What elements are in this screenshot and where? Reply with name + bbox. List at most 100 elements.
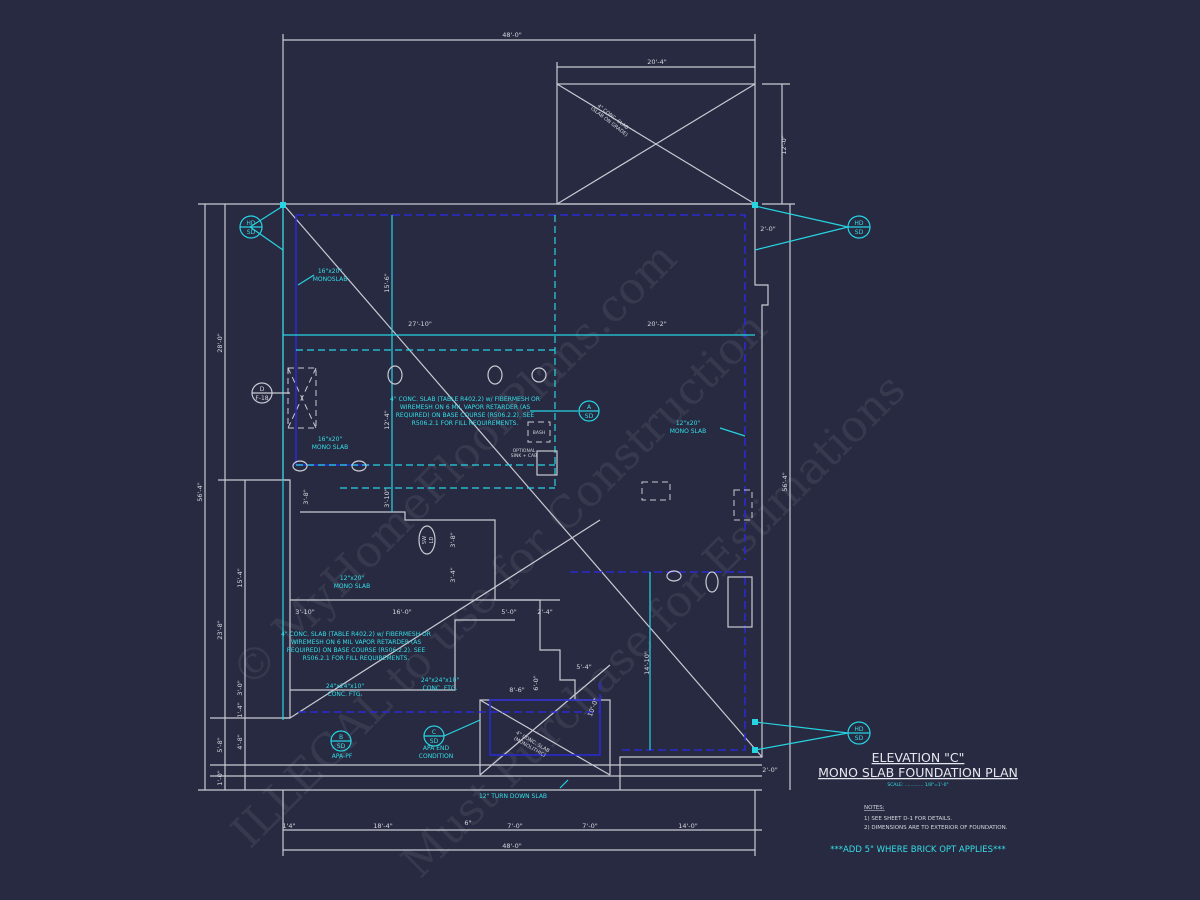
note-item: 2) DIMENSIONS ARE TO EXTERIOR OF FOUNDAT… [864, 825, 1008, 831]
callout-sheet: SD [855, 229, 864, 236]
slab-note-upper: 4" CONC. SLAB (TABLE R402.2) w/ FIBERMES… [390, 396, 540, 427]
slab-label: 12"x20" [340, 575, 365, 582]
slab-label: 12"x20" [676, 420, 701, 427]
dim-text: 20'-4" [647, 58, 667, 66]
slab-note-lower: 4" CONC. SLAB (TABLE R402.2) w/ FIBERMES… [281, 631, 431, 662]
dim-text: 12'-4" [383, 410, 391, 430]
footing-label: CONC. FTG. [423, 685, 458, 692]
dim-text: 16'-0" [392, 608, 412, 616]
drawing-subtitle: MONO SLAB FOUNDATION PLAN [818, 765, 1018, 780]
note-line: R506.2.1 FOR FILL REQUIREMENTS. [303, 655, 410, 662]
callout-label: C [432, 729, 436, 736]
callout-label: D [260, 386, 265, 393]
callout-label: HD [854, 726, 864, 733]
dim-text: 1'4" [282, 822, 295, 830]
dim-text: 7'-0" [507, 822, 522, 830]
callout-label: SW [422, 536, 428, 544]
callout-hd-top-right: HD SD [847, 215, 871, 239]
interior-slab-lines [295, 214, 746, 756]
dim-text: 4'-8" [236, 734, 244, 749]
slab-label: 16"x20" [318, 268, 343, 275]
note-line: 4" CONC. SLAB (TABLE R402.2) w/ FIBERMES… [390, 396, 540, 403]
dim-text: 23'-8" [216, 620, 224, 640]
callout-label: A [587, 404, 592, 411]
callout-label: HD [854, 220, 864, 227]
toilet-icon [705, 571, 719, 593]
callout-a-sd: A SD [578, 400, 600, 422]
tub-icon [727, 576, 753, 628]
dim-text: 56'-4" [196, 482, 204, 502]
dim-text: 3'-8" [302, 489, 310, 504]
slab-label: MONO SLAB [334, 583, 371, 590]
dim-text: 20'-2" [647, 320, 667, 328]
callout-sheet: F-18 [255, 395, 268, 402]
dim-text: 56'-4" [781, 472, 789, 492]
dim-text: 5'-8" [216, 737, 224, 752]
brick-option-note: ***ADD 5" WHERE BRICK OPT APPLIES*** [830, 845, 1006, 855]
footing-label: CONC. FTG. [328, 691, 363, 698]
note-line: WIREMESH ON 6 MIL VAPOR RETARDER (AS [400, 404, 531, 411]
note-item: 1) SEE SHEET D-1 FOR DETAILS. [864, 816, 952, 822]
apa-pf-label: APA-PF [332, 753, 353, 760]
dim-text: 2'-0" [760, 225, 775, 233]
dim-text: 14'-0" [678, 822, 698, 830]
dim-text: 14'-10" [643, 651, 651, 675]
dim-text: 7'-0" [582, 822, 597, 830]
floor-drain [641, 481, 671, 501]
note-line: REQUIRED) ON BASE COURSE (R506.2.2). SEE [287, 647, 426, 654]
callout-sheet: LD [429, 537, 435, 544]
garage-slab [556, 83, 756, 205]
dim-text: 48'-0" [502, 31, 522, 39]
note-line: WIREMESH ON 6 MIL VAPOR RETARDER (AS [291, 639, 422, 646]
dim-text: 3'-0" [236, 680, 244, 695]
dim-text: 28'-0" [216, 333, 224, 353]
notes: NOTES: 1) SEE SHEET D-1 FOR DETAILS. 2) … [864, 805, 1008, 831]
dim-text: 5'-0" [501, 608, 516, 616]
title-block: ELEVATION "C" MONO SLAB FOUNDATION PLAN … [818, 750, 1018, 788]
dim-text: 3'-4" [449, 567, 457, 582]
callout-sheet: SD [855, 735, 864, 742]
plumbing-fixtures [292, 365, 753, 628]
callout-c-sd: C SD [423, 719, 481, 747]
toilet-icon [387, 365, 403, 385]
note-line: 4" CONC. SLAB (TABLE R402.2) w/ FIBERMES… [281, 631, 431, 638]
bash-label: BASH [533, 430, 545, 436]
appliance-box [733, 489, 753, 521]
dim-text: 6'-0" [532, 675, 540, 690]
slab-label: MONOSLAB [313, 276, 348, 283]
turn-down-label: 12" TURN DOWN SLAB [479, 793, 547, 800]
callout-sheet: SD [585, 413, 594, 420]
sink-icon [292, 460, 308, 472]
note-line: R506.2.1 FOR FILL REQUIREMENTS. [412, 420, 519, 427]
garage-slab-label: 4" CONC. SLAB (SLAB ON GRADE) [589, 103, 630, 138]
sink-icon [531, 367, 547, 383]
dim-text: 1'-0" [216, 770, 224, 785]
dimension-texts: 48'-0" 20'-4" 12'-0" 2'-0" 28'-0" 56'-4"… [196, 31, 789, 850]
sink-icon [666, 570, 682, 582]
cyan-markup-lines [249, 202, 849, 789]
sink-cabinet [536, 450, 558, 476]
callout-label: HD [246, 220, 256, 227]
dim-text: 15'-6" [383, 273, 391, 293]
dim-text: 2'-4" [537, 608, 552, 616]
bash-box [527, 421, 551, 443]
dim-text: 3'-10" [383, 488, 391, 508]
sink-label: SINK + CAB [511, 453, 537, 459]
note-line: REQUIRED) ON BASE COURSE (R506.2.2). SEE [396, 412, 535, 419]
sink-icon [351, 460, 367, 472]
dim-text: 48'-0" [502, 842, 522, 850]
callout-label: B [339, 734, 343, 741]
dim-text: 18'-4" [373, 822, 393, 830]
footing-label: 24"x24"x10" [326, 683, 365, 690]
notes-heading: NOTES: [864, 805, 885, 811]
callout-sheet: SD [430, 738, 439, 745]
dim-text: 27'-10" [408, 320, 432, 328]
callout-hd-bottom-right: HD SD [847, 721, 871, 745]
dimension-lines [198, 34, 795, 856]
sink-label: OPTIONAL [513, 448, 536, 454]
dim-text: 3'-10" [295, 608, 315, 616]
dim-text: 5'-4" [576, 663, 591, 671]
